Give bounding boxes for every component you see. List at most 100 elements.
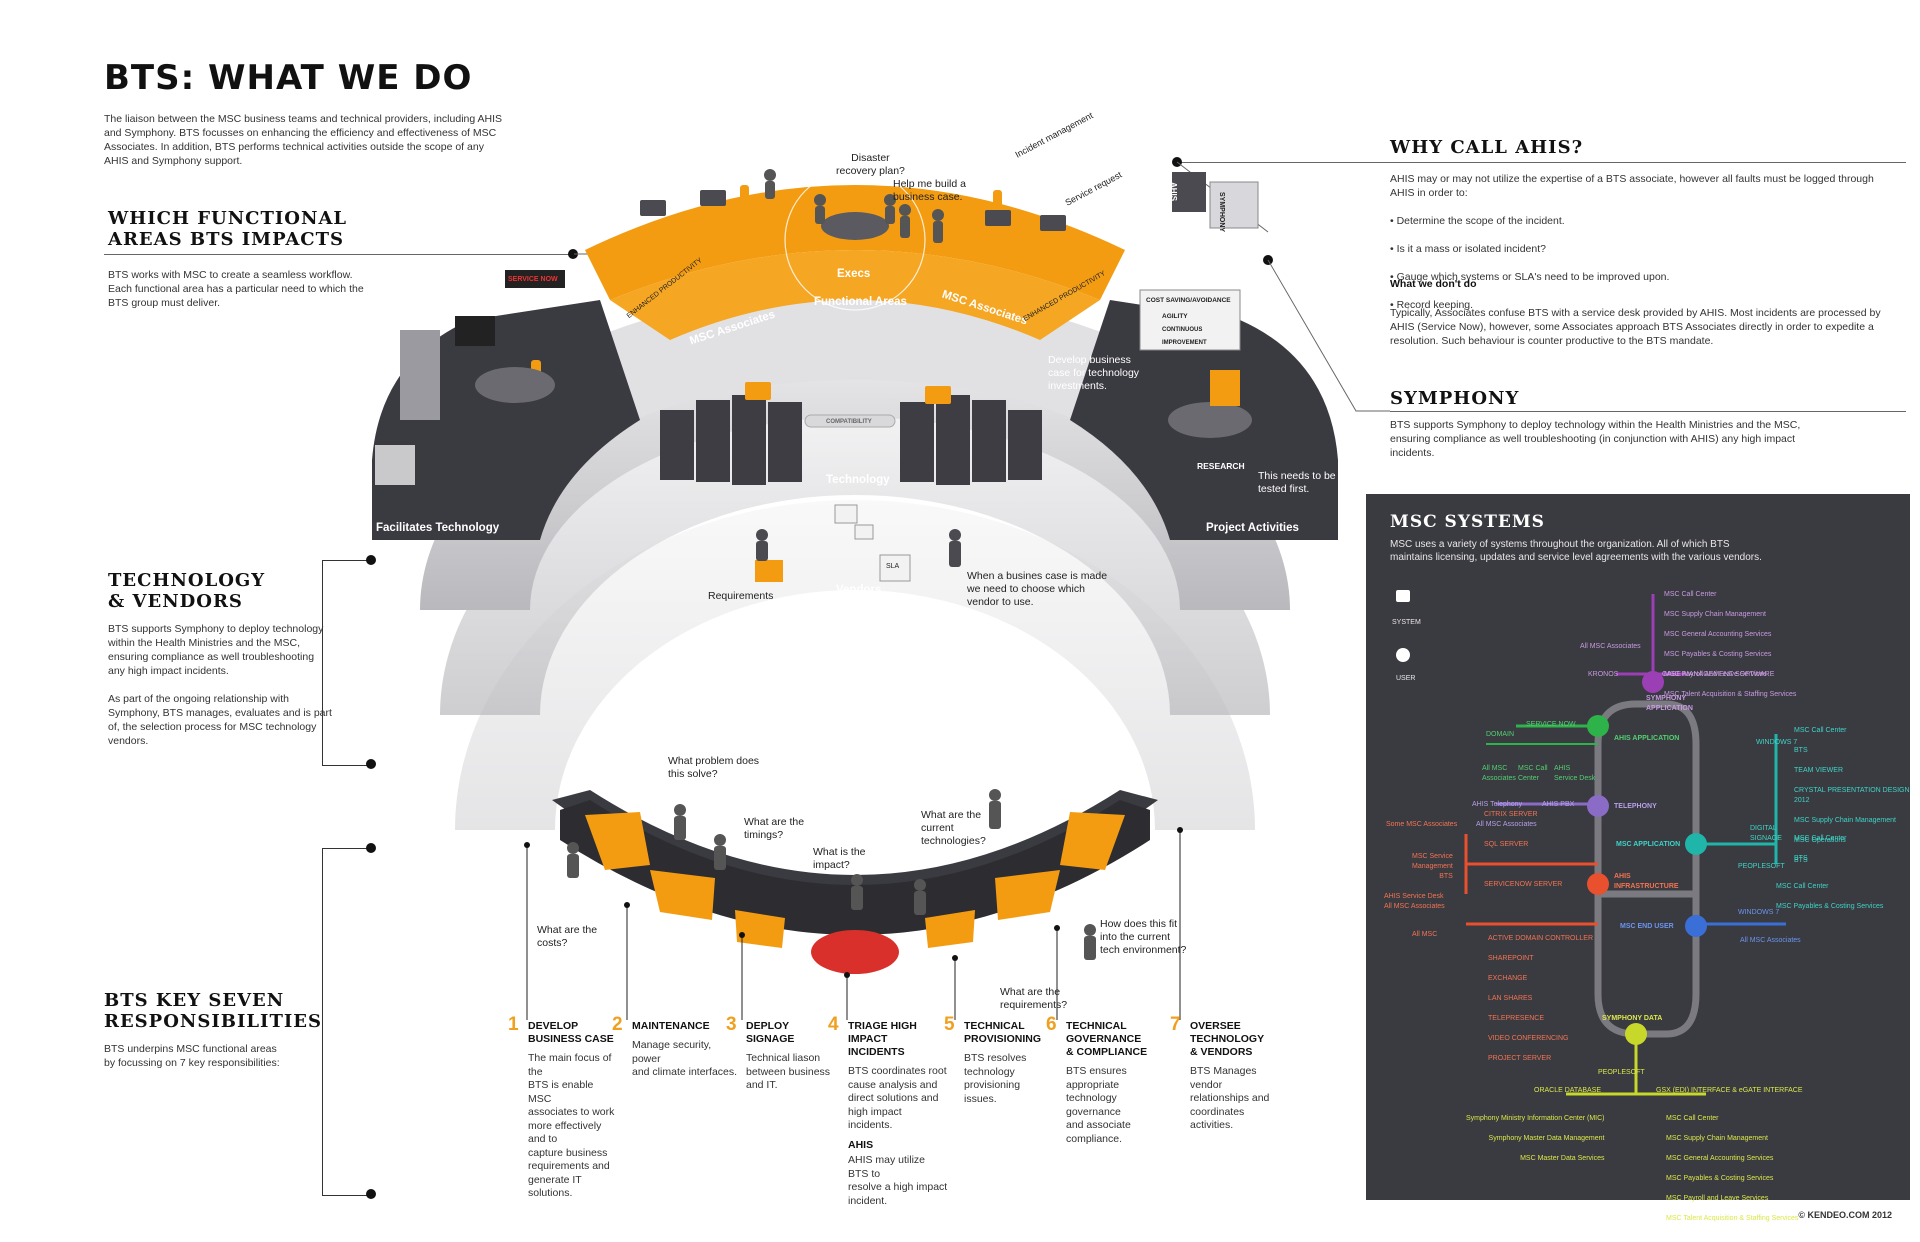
list-red-infra: ACTIVE DOMAIN CONTROLLER SHAREPOINT EXCH… [1488, 924, 1593, 1074]
why-ahis-bullet: • Determine the scope of the incident. [1390, 215, 1565, 227]
resp-title: TECHNICAL PROVISIONING [964, 1020, 1042, 1045]
responsibility-4: 4 TRIAGE HIGH IMPACT INCIDENTS BTS coord… [828, 1015, 948, 1208]
label-functional-areas: Functional Areas [814, 296, 907, 308]
list-item: MSC Talent Acquisition & Staffing Servic… [1664, 691, 1797, 698]
list-item: EXCHANGE [1488, 975, 1528, 982]
responsibility-5: 5 TECHNICAL PROVISIONING BTS resolves te… [944, 1015, 1054, 1106]
node-msc-end-user [1685, 915, 1707, 937]
list-item: MSC Payables & Costing Services [1666, 1175, 1774, 1182]
label-citrix: CITRIX SERVER [1484, 811, 1538, 818]
label-project-activities: Project Activities [1206, 522, 1299, 534]
label-compatibility: COMPATIBILITY [826, 419, 872, 425]
resp-body: The main focus of the BTS is enable MSC … [528, 1052, 615, 1199]
label-telephony: TELEPHONY [1614, 803, 1657, 810]
list-item: MSC Supply Chain Management [1794, 817, 1896, 824]
board-ci: CONTINUOUS IMPROVEMENT [1162, 327, 1207, 346]
grey-arc-middle [440, 415, 1270, 715]
functional-dot [568, 249, 578, 259]
symphony-heading: SYMPHONY [1390, 388, 1520, 409]
list-item: ACTIVE DOMAIN CONTROLLER [1488, 935, 1594, 942]
label-all-msc-top: All MSC Associates [1580, 643, 1641, 650]
responsibilities-bracket [322, 848, 371, 1196]
why-ahis-bullet: • Gauge which systems or SLA's need to b… [1390, 271, 1670, 283]
resp-body: BTS resolves technology provisioning iss… [964, 1052, 1027, 1105]
label-vendors: Vendors [836, 584, 882, 596]
msc-systems-panel: MSC SYSTEMS MSC uses a variety of system… [1366, 494, 1910, 1222]
label-digital-signage: DIGITAL SIGNAGE [1750, 825, 1782, 842]
list-item: VIDEO CONFERENCING [1488, 1035, 1569, 1042]
label-ahis-service-desk-red: AHIS Service Desk All MSC Associates [1384, 893, 1445, 910]
vendor-figures [756, 529, 961, 567]
label-oracle: ORACLE DATABASE [1534, 1087, 1602, 1094]
why-ahis-bullets: • Determine the scope of the incident. •… [1390, 200, 1890, 326]
vendor-boxes [755, 504, 911, 582]
resp-number: 6 [1046, 1014, 1057, 1035]
orange-inner-arc [610, 250, 1100, 340]
node-telephony [1587, 795, 1609, 817]
technology-body: BTS supports Symphony to deploy technolo… [108, 623, 332, 747]
symphony-rule [1390, 411, 1906, 412]
user-icon [1396, 648, 1410, 662]
orange-desks [640, 190, 1066, 231]
whiteboard [1139, 289, 1241, 351]
responsibilities-dot-bottom [366, 1189, 376, 1199]
label-ahis-telephony: AHIS Telephony [1472, 801, 1523, 808]
list-yellow-left: Symphony Ministry Information Center (MI… [1466, 1104, 1604, 1174]
list-teal-peoplesoft: MSC Call Center MSC Payables & Costing S… [1776, 872, 1883, 922]
list-item: MSC Operations [1794, 837, 1846, 844]
label-technology: Technology [826, 474, 890, 486]
list-item: LAN SHARES [1488, 995, 1533, 1002]
list-item: MSC Call Center [1794, 727, 1847, 734]
label-msc-app: MSC APPLICATION [1616, 841, 1681, 848]
legend-system: SYSTEM [1392, 619, 1421, 626]
label-all-msc-purple: All MSC Associates [1476, 821, 1537, 828]
research-screen [1210, 370, 1240, 406]
responsibility-6: 6 TECHNICAL GOVERNANCE & COMPLIANCE BTS … [1046, 1014, 1172, 1146]
node-ahis-app [1587, 715, 1609, 737]
why-ahis-heading: WHY CALL AHIS? [1390, 137, 1584, 158]
list-item: PROJECT SERVER [1488, 1055, 1552, 1062]
board-agility: AGILITY [1162, 313, 1188, 320]
responsibility-2: 2 MAINTENANCE Manage security, power and… [612, 1015, 742, 1080]
list-item: MSC Supply Chain Management [1664, 611, 1766, 618]
track-loop [1594, 700, 1700, 1038]
list-item: CRYSTAL PRESENTATION DESIGN 2012 [1794, 787, 1910, 804]
symphony-connector [1267, 259, 1390, 412]
functional-rule [104, 254, 574, 255]
q-current: What are the current technologies? [921, 809, 986, 847]
resp-title: TECHNICAL GOVERNANCE & COMPLIANCE [1066, 1020, 1148, 1058]
list-teal-right: MSC Call Center BTS TEAM VIEWER CRYSTAL … [1794, 716, 1910, 876]
q-timings: What are the timings? [744, 816, 805, 841]
label-windows7: WINDOWS 7 [1756, 739, 1798, 746]
server-monitors [745, 382, 951, 404]
label-all-msc-blue: All MSC Associates [1740, 937, 1801, 944]
why-ahis-bullet: • Record keeping. [1390, 299, 1474, 311]
node-msc-app [1685, 833, 1707, 855]
execs-ring [784, 169, 926, 311]
list-item: MSC Call Center [1794, 835, 1847, 842]
list-item: SHAREPOINT [1488, 955, 1534, 962]
list-item: MSC General Accounting Services [1664, 631, 1772, 638]
responsibilities-dot-top [366, 843, 376, 853]
resp-title: MAINTENANCE [632, 1020, 710, 1032]
list-item: MSC Payroll and Leave Services [1666, 1195, 1769, 1202]
q-requirements: What are the requirements? [1000, 986, 1068, 1011]
label-case-mgmt: CASE MANAGEMENT SOFTWARE [1662, 671, 1775, 678]
triage-table [811, 930, 899, 974]
q-costs: What are the costs? [537, 924, 598, 949]
q-fit: How does this fit into the current tech … [1100, 918, 1187, 956]
functional-heading: WHICH FUNCTIONAL AREAS BTS IMPACTS [108, 208, 348, 250]
label-peoplesoft-bottom: PEOPLESOFT [1598, 1069, 1645, 1076]
why-ahis-bullet: • Is it a mass or isolated incident? [1390, 243, 1546, 255]
symphony-body: BTS supports Symphony to deploy technolo… [1390, 419, 1801, 459]
list-item: MSC Call Center [1776, 883, 1829, 890]
resp-title: DEPLOY SIGNAGE [746, 1020, 795, 1045]
execs-table [821, 212, 889, 240]
command-screens [585, 812, 1125, 948]
dont-body: Typically, Associates confuse BTS with a… [1390, 307, 1881, 347]
responsibilities-body: BTS underpins MSC functional areas by fo… [104, 1043, 280, 1069]
resp-body: Manage security, power and climate inter… [632, 1039, 738, 1078]
facilitates-cabinet [400, 330, 440, 420]
technology-arc [420, 290, 1290, 530]
ahis-symphony-boxes [1172, 172, 1259, 229]
